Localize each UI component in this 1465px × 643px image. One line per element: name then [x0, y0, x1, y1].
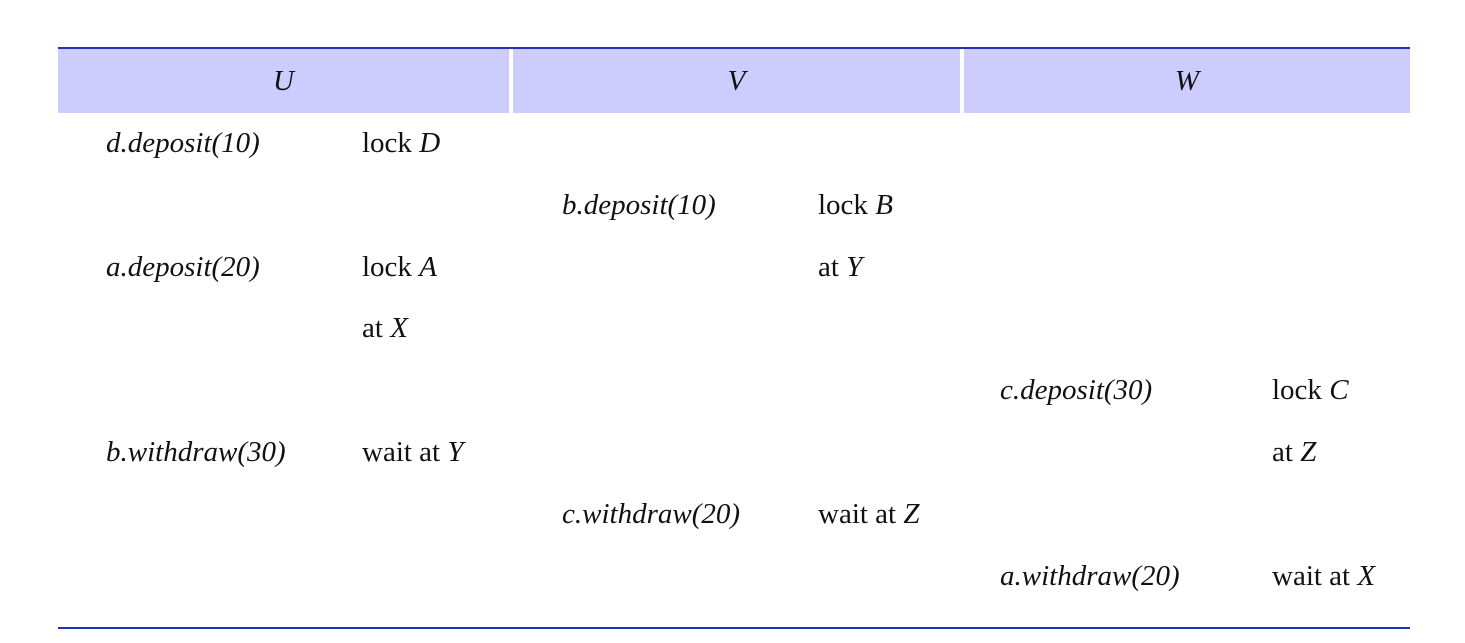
- lock-variable: Z: [903, 497, 920, 530]
- lock-status-text: at: [1272, 436, 1301, 468]
- lock-status-text: wait at: [818, 497, 904, 530]
- table-top-rule: [58, 47, 1410, 49]
- lock-status-text: at: [818, 250, 847, 283]
- lock-status-v: lock B: [818, 188, 893, 222]
- lock-status-w: lock C: [1272, 373, 1349, 407]
- lock-status-u: at X: [362, 311, 408, 345]
- lock-variable: D: [419, 127, 441, 159]
- operation-w: a.withdraw(20): [1000, 559, 1180, 592]
- lock-status-w: wait at X: [1272, 559, 1375, 593]
- lock-variable: Y: [447, 436, 464, 468]
- lock-status-text: lock: [818, 188, 876, 221]
- lock-status-text: lock: [362, 127, 420, 159]
- lock-status-u: lock A: [362, 250, 437, 284]
- lock-variable: C: [1329, 374, 1349, 407]
- lock-status-u: lock D: [362, 126, 440, 160]
- lock-variable: B: [875, 188, 893, 221]
- lock-variable: A: [419, 250, 437, 283]
- operation-u: d.deposit(10): [106, 127, 260, 159]
- lock-variable: Z: [1300, 436, 1317, 468]
- lock-status-text: at: [362, 312, 391, 345]
- operation-v: c.withdraw(20): [562, 497, 741, 530]
- table-bottom-rule: [58, 627, 1410, 629]
- operation-w: c.deposit(30): [1000, 374, 1153, 407]
- operation-v: b.deposit(10): [562, 188, 716, 221]
- header-w: W: [964, 49, 1410, 113]
- lock-status-text: lock: [362, 250, 420, 283]
- lock-status-text: wait at: [362, 436, 448, 468]
- lock-status-u: wait at Y: [362, 435, 464, 469]
- lock-status-text: wait at: [1272, 559, 1358, 592]
- header-u: U: [58, 49, 509, 113]
- lock-status-v: wait at Z: [818, 497, 920, 531]
- lock-status-text: lock: [1272, 374, 1330, 407]
- lock-status-v: at Y: [818, 250, 862, 284]
- lock-status-w: at Z: [1272, 435, 1316, 469]
- operation-u: a.deposit(20): [106, 250, 260, 283]
- lock-variable: X: [1357, 559, 1376, 592]
- lock-variable: X: [390, 312, 408, 345]
- header-v: V: [513, 49, 960, 113]
- operation-u: b.withdraw(30): [106, 436, 286, 468]
- lock-variable: Y: [846, 250, 863, 283]
